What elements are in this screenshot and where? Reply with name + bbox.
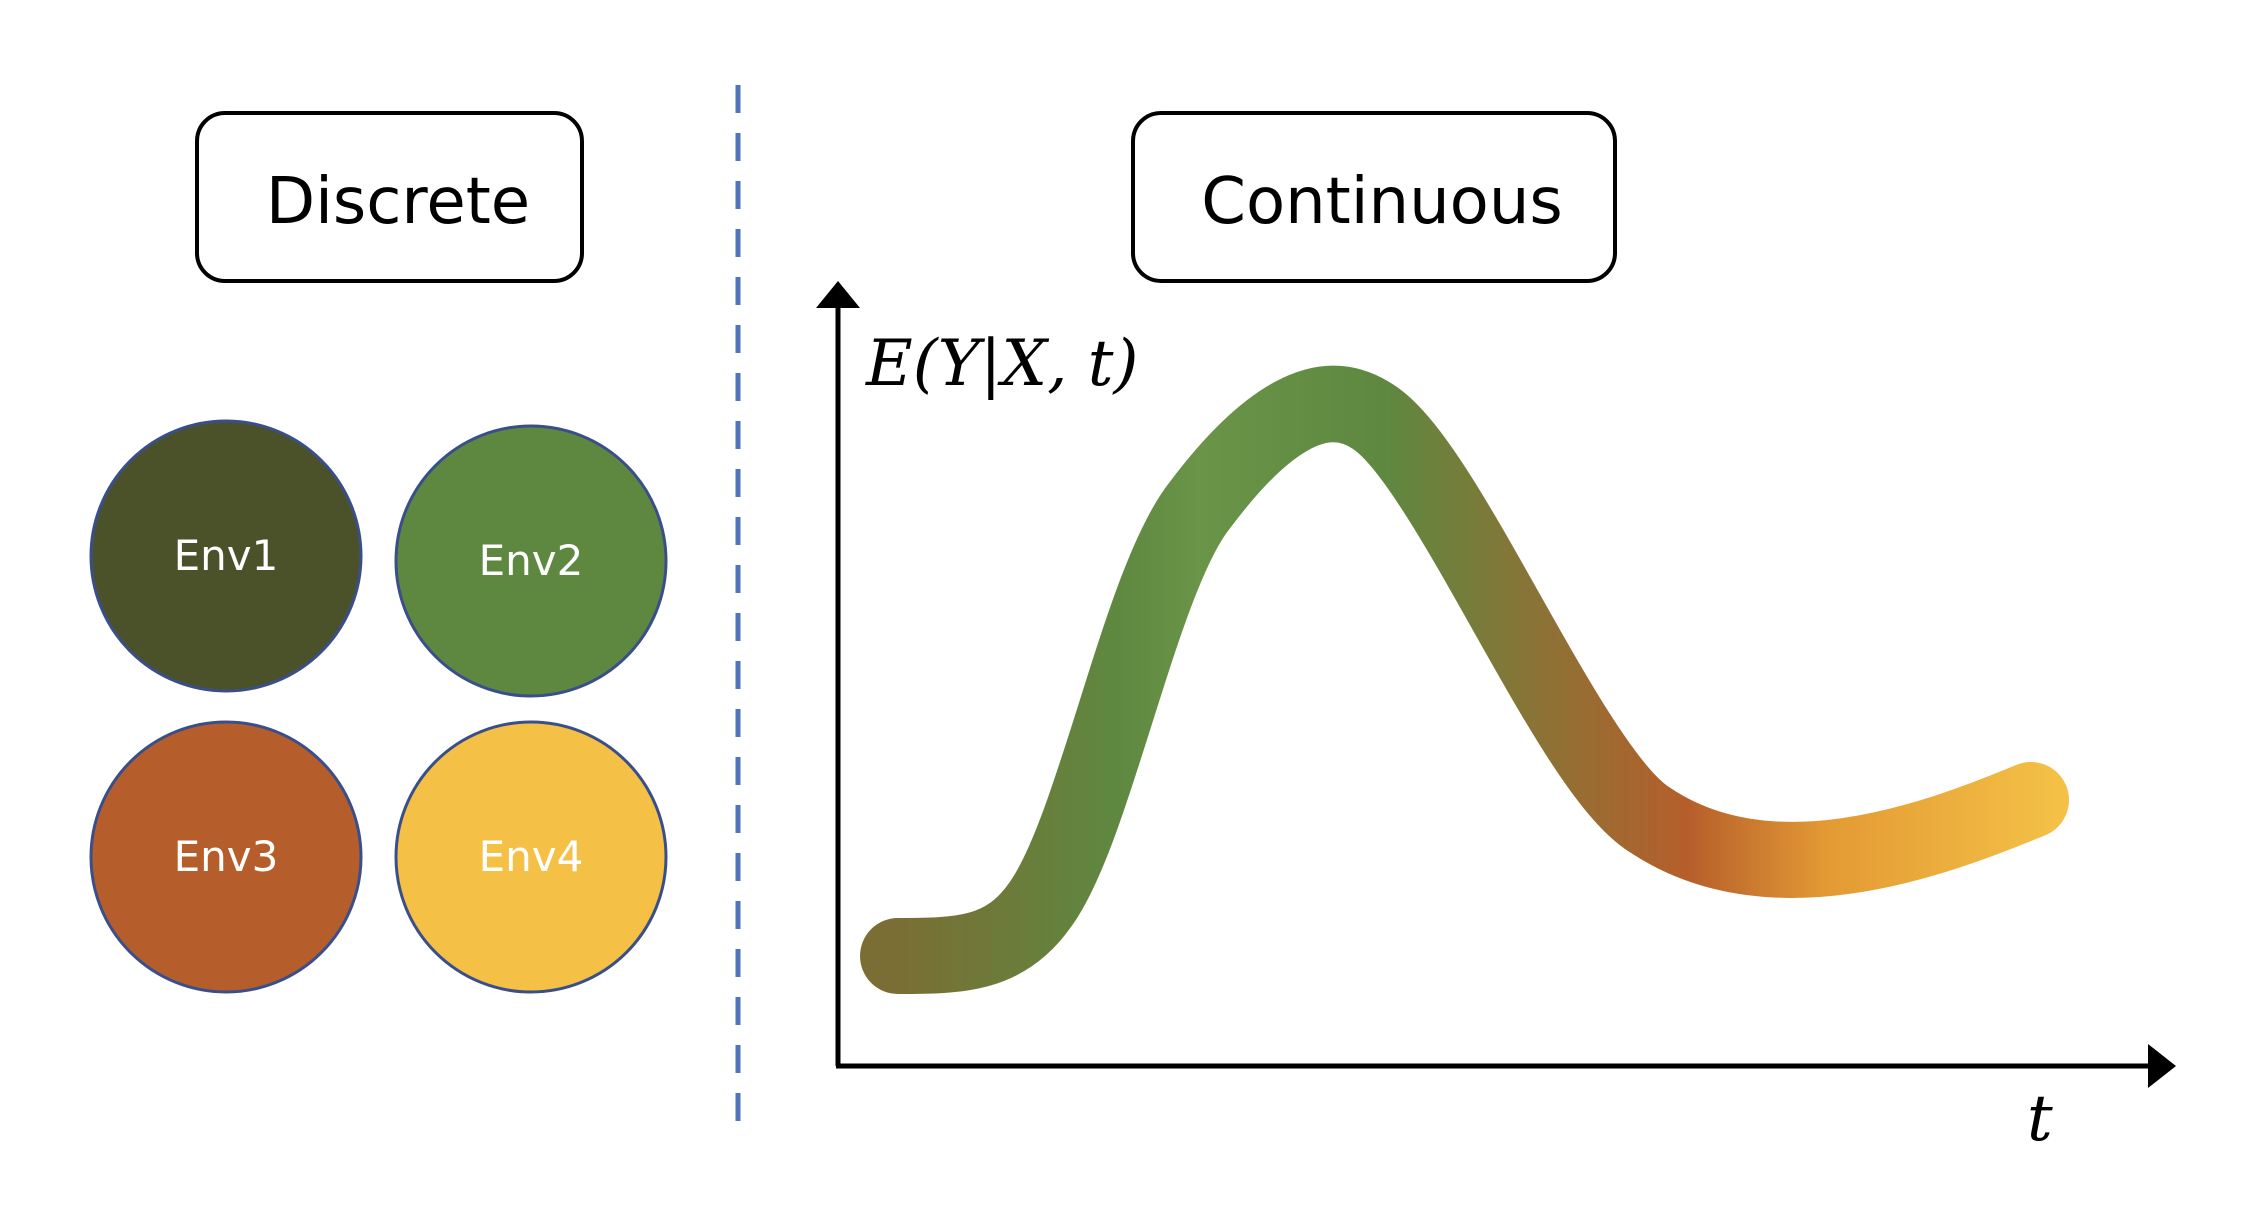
- env-circle-4: Env4: [394, 720, 668, 994]
- env3-label: Env3: [174, 832, 279, 881]
- continuous-title-box: [1131, 111, 1617, 283]
- env2-circle: [394, 424, 668, 698]
- env4-circle: [394, 720, 668, 994]
- env-circle-2: Env2: [394, 424, 668, 698]
- env1-label: Env1: [174, 531, 279, 580]
- env-circle-3: Env3: [89, 720, 363, 994]
- axes: [816, 281, 2176, 1088]
- discrete-panel: Discrete Env1 Env2 Env3 Env4: [89, 111, 668, 994]
- expectation-curve: [860, 366, 2069, 994]
- x-axis-label: t: [2027, 1082, 2053, 1156]
- x-axis-arrowhead: [2148, 1044, 2176, 1088]
- env-circle-1: Env1: [89, 419, 363, 693]
- continuous-title: Continuous: [1201, 165, 1562, 239]
- discrete-title-box: [195, 111, 584, 283]
- y-axis-arrowhead: [816, 281, 860, 308]
- env3-circle: [89, 720, 363, 994]
- y-axis-label: E(Y|X, t): [865, 327, 1138, 401]
- continuous-panel: Continuous E(Y|X, t) t: [816, 111, 2176, 1156]
- env1-circle: [89, 419, 363, 693]
- env2-label: Env2: [479, 536, 584, 585]
- env4-label: Env4: [479, 832, 584, 881]
- discrete-title: Discrete: [266, 165, 530, 239]
